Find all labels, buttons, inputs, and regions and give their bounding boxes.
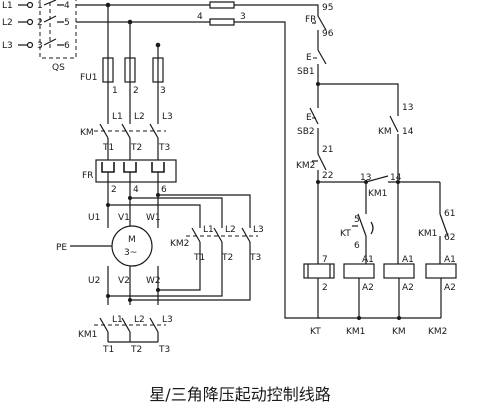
incoming-lines: L1 L2 L3 1 2 3 [2,1,43,51]
coil-km1 [343,263,375,279]
label-L1-km: L1 [112,112,123,122]
label-W2: W2 [146,276,161,286]
label-L3-km2: L3 [253,225,264,235]
label-T2-km1: T2 [130,345,142,355]
label-V2: V2 [118,276,130,286]
label-W1: W1 [146,213,161,223]
label-sb2: SB2 [297,127,315,137]
label-a2-km2: A2 [444,283,456,293]
label-km1: KM1 [78,330,97,340]
label-13-km1: 13 [360,173,371,183]
label-L2-km1: L2 [134,315,145,325]
label-kt-contact: KT [340,229,351,239]
label-21: 21 [322,145,333,155]
label-a2-km: A2 [402,283,414,293]
km-main-contacts: L1 L2 L3 KM T1 T2 T3 [80,108,173,153]
terminal-3-fu: 3 [160,86,166,96]
label-T2-km2: T2 [221,253,233,263]
label-96: 96 [322,29,334,39]
label-e-sb2: E [306,113,312,123]
label-L3-km1: L3 [162,315,173,325]
label-e-sb1: E [306,53,312,63]
label-km: KM [80,128,94,138]
label-fr: FR [82,171,93,181]
label-a1-km1: A1 [362,255,374,265]
terminal-4: 4 [64,1,70,11]
label-2-fr: 2 [111,185,117,195]
label-4-fr: 4 [133,185,139,195]
label-T1-km1: T1 [102,345,114,355]
label-L2: L2 [2,18,13,28]
terminal-2: 2 [37,18,43,28]
label-U2: U2 [88,276,100,286]
label-14-km1: 14 [390,173,402,183]
label-T1-km: T1 [102,143,114,153]
label-95: 95 [322,3,333,13]
fu1-fuses: FU1 [80,57,164,83]
terminal-1-fu: 1 [112,86,118,96]
coil-kt [303,263,335,279]
terminal-2-fu: 2 [133,86,139,96]
label-L2-km: L2 [134,112,145,122]
motor-circle [111,225,153,267]
km2-delta-contacts: L1 L2 L3 KM2 T1 T2 T3 [106,193,264,302]
label-L3-km: L3 [162,112,173,122]
label-km2-ctrl: KM2 [296,161,315,171]
label-km1-coil: KM1 [346,327,365,337]
label-L2-km2: L2 [225,225,236,235]
label-13: 13 [402,103,413,113]
label-km2: KM2 [170,239,189,249]
label-qs: QS [52,63,65,73]
label-T3-km2: T3 [249,253,261,263]
label-V1: V1 [118,213,130,223]
motor: U1 V1 W1 M 3~ PE U2 V2 W2 [56,198,161,305]
label-a2-km1: A2 [362,283,374,293]
label-U1: U1 [88,213,100,223]
label-L1-km2: L1 [203,225,214,235]
label-km1-hold: KM1 [368,189,387,199]
label-km2-coil: KM2 [428,327,447,337]
label-fu1: FU1 [80,73,98,83]
km1-star-contacts: L1 L2 L3 KM1 T1 T2 T3 [78,315,173,355]
label-sb1: SB1 [297,67,315,77]
coil-km2 [425,263,457,279]
label-22: 22 [322,171,333,181]
label-km-hold: KM [378,127,392,137]
label-5: 5 [354,215,360,225]
label-a1-km2: A1 [444,255,456,265]
label-14: 14 [402,127,414,137]
terminal-4-right: 4 [197,12,203,22]
label-6-kt: 6 [354,241,360,251]
label-fr-ctrl: FR [305,15,316,25]
label-7: 7 [322,255,328,265]
label-T3-km1: T3 [158,345,170,355]
label-T2-km: T2 [130,143,142,153]
qs-isolator: QS 4 5 6 [39,0,77,73]
terminal-5: 5 [64,18,70,28]
coil-km [383,263,415,279]
terminal-6: 6 [64,41,70,51]
label-T1-km2: T1 [193,253,205,263]
label-km1-nc: KM1 [418,229,437,239]
control-circuit: 95 FR 96 E SB1 E SB2 13 KM 14 21 KM2 22 [296,3,457,337]
motor-label-m: M [128,235,136,245]
label-2-coil: 2 [322,283,328,293]
label-pe: PE [56,243,67,253]
label-T3-km: T3 [158,143,170,153]
label-a1-km: A1 [402,255,414,265]
terminal-3-right: 3 [240,12,246,22]
fr-thermal-relay: FR 2 4 6 [82,150,177,198]
label-61: 61 [444,209,455,219]
label-kt: KT [310,327,321,337]
label-L1-km1: L1 [112,315,123,325]
label-km-coil: KM [392,327,406,337]
label-L1: L1 [2,1,13,11]
motor-label-3: 3~ [124,248,137,258]
label-6-fr-text: 6 [161,185,167,195]
label-L3: L3 [2,41,13,51]
label-62: 62 [444,233,455,243]
diagram-title: 星/三角降压起动控制线路 [149,385,330,404]
